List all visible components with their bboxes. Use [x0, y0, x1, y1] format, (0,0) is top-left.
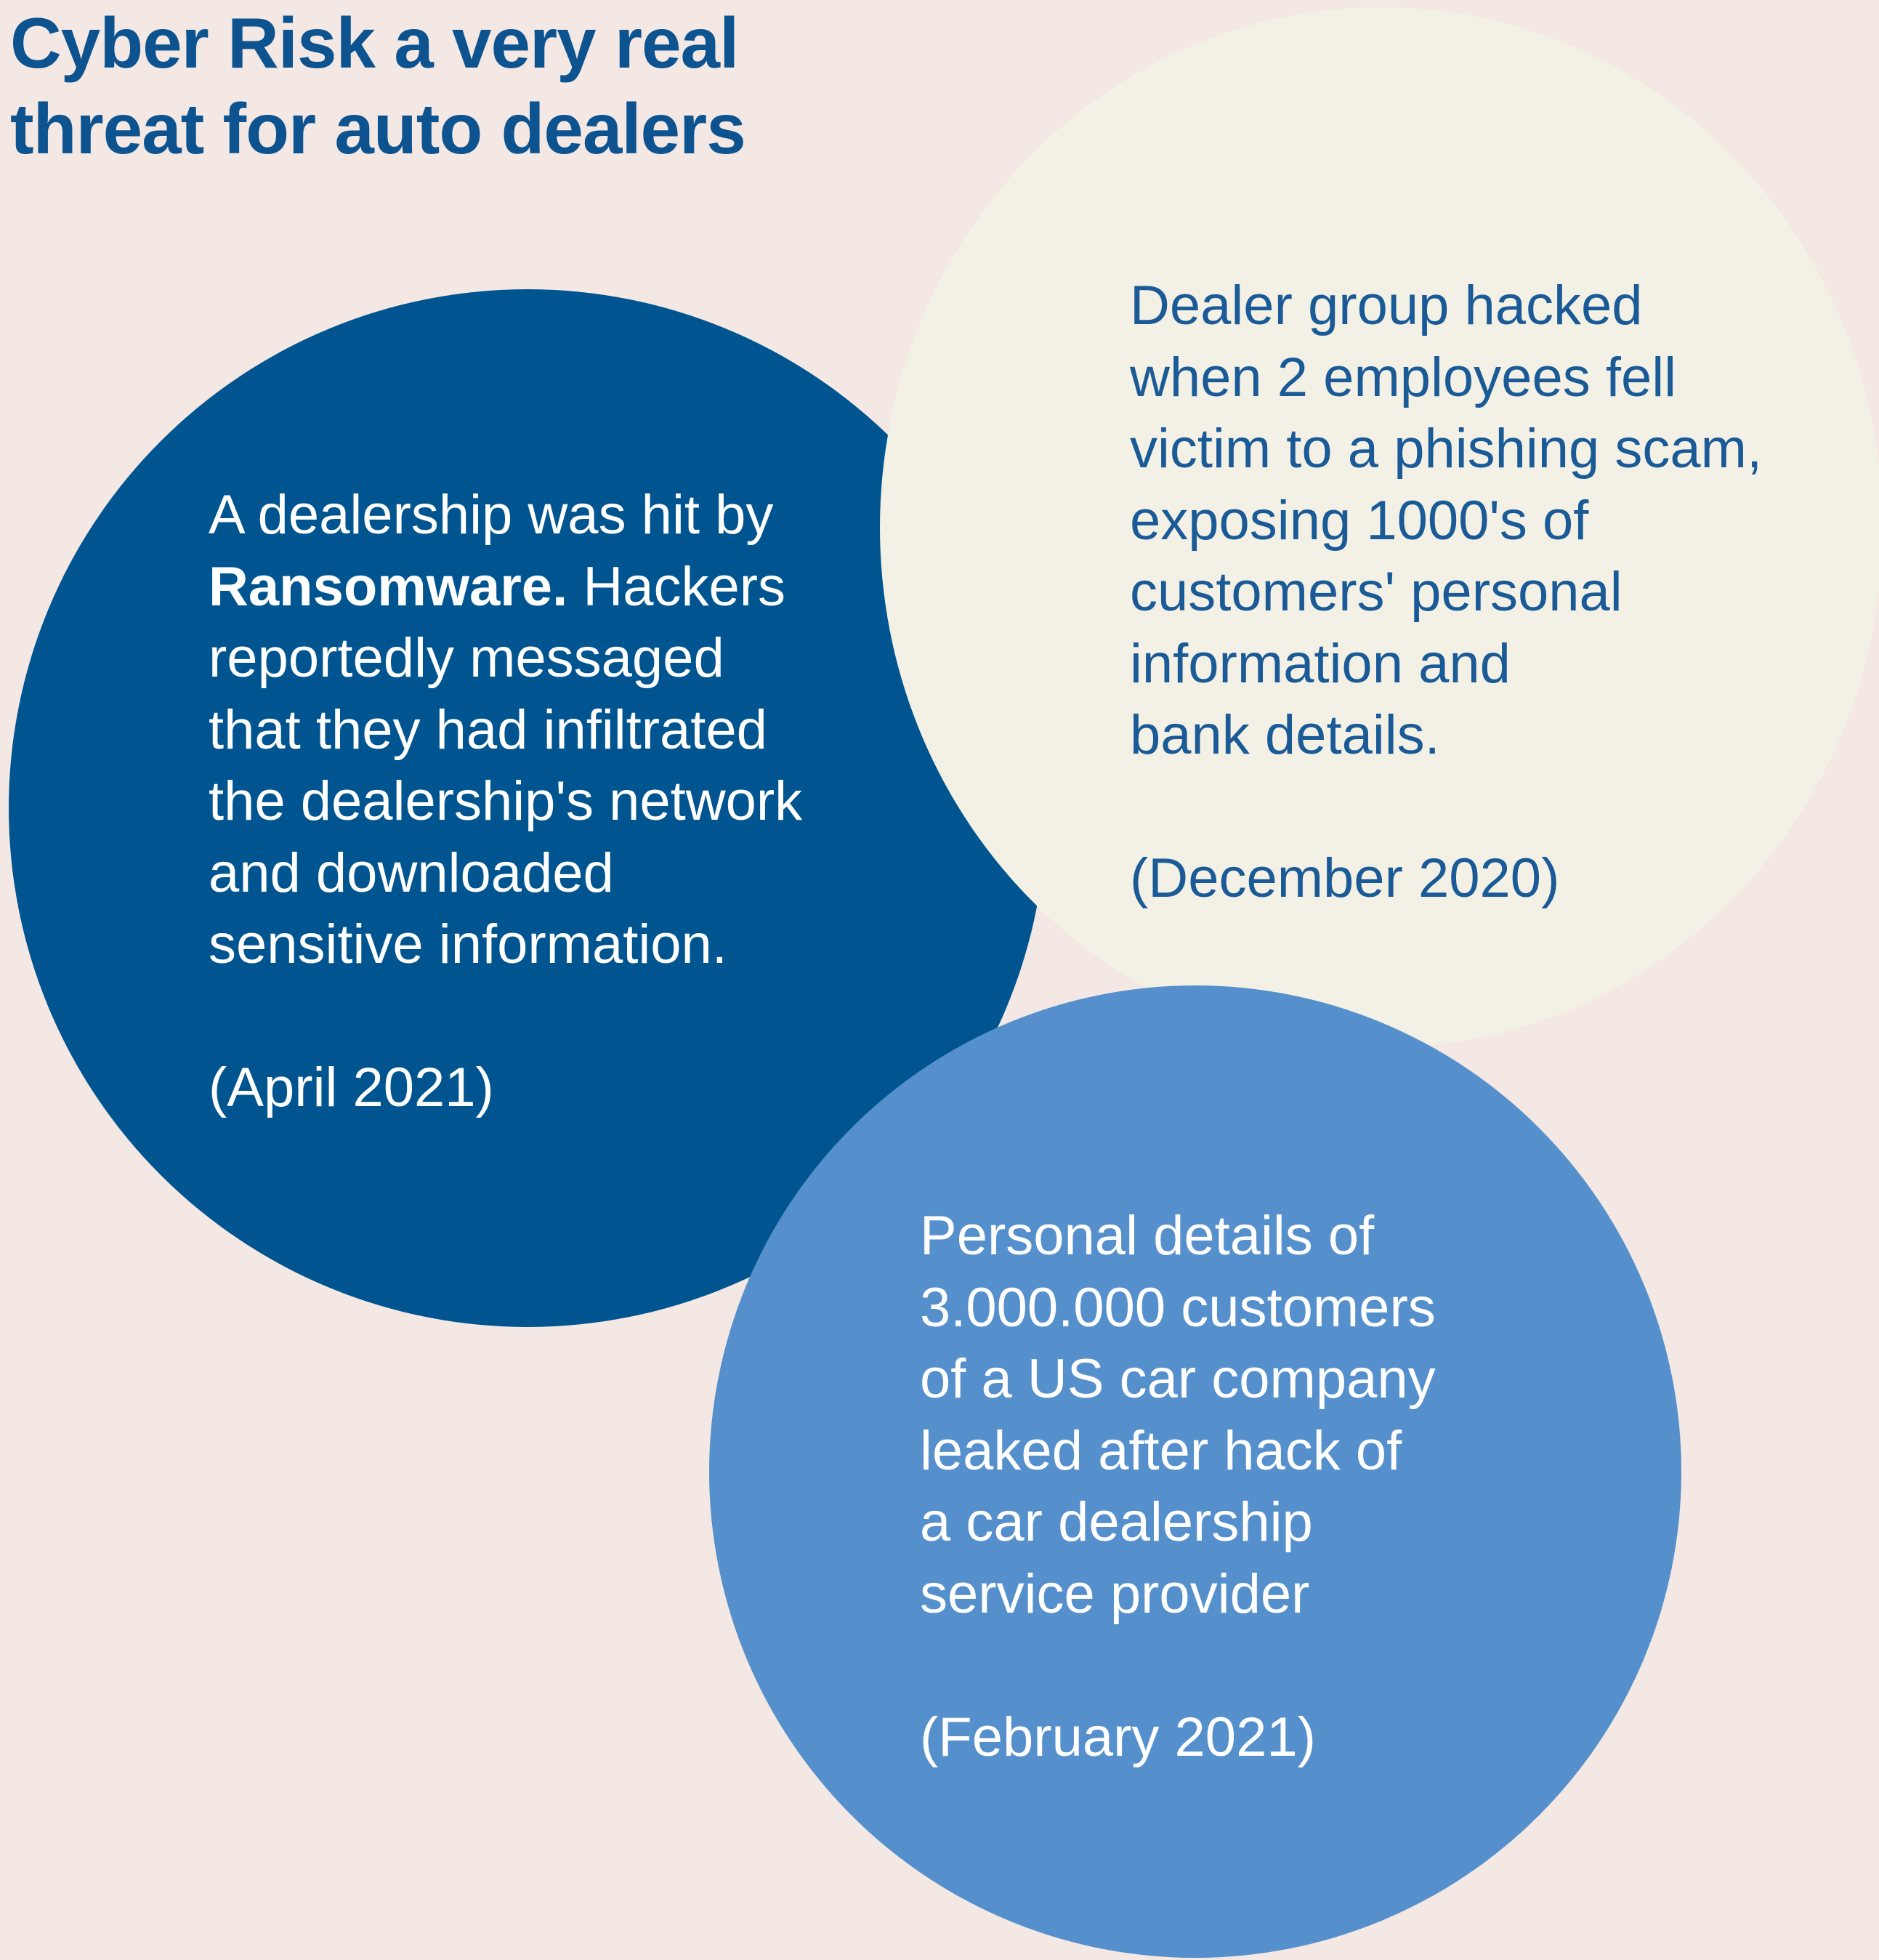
incident-line: victim to a phishing scam, [1130, 418, 1763, 480]
title-line-1: Cyber Risk a very real [10, 3, 739, 83]
incident-highlight: Ransomware. [209, 555, 568, 618]
incident-circle-data-leak [709, 985, 1681, 1958]
incident-date: (December 2020) [1130, 847, 1560, 909]
incident-line: 3.000.000 customers [920, 1276, 1436, 1339]
incident-line: of a US car company [920, 1348, 1436, 1410]
incident-line: customers' personal [1130, 561, 1623, 623]
incident-line: bank details. [1130, 704, 1440, 766]
incident-line: service provider [920, 1562, 1310, 1625]
incident-line: information and [1130, 632, 1511, 695]
incident-line: that they had infiltrated [209, 698, 767, 761]
incident-line: leaked after hack of [920, 1419, 1402, 1482]
incident-line: reportedly messaged [209, 627, 724, 689]
incident-line: exposing 1000's of [1130, 489, 1589, 552]
incident-date: (February 2021) [920, 1706, 1316, 1768]
spacer [1130, 772, 1762, 844]
incident-circle-phishing [880, 7, 1879, 1048]
incident-line: a car dealership [920, 1491, 1313, 1553]
title-line-2: threat for auto dealers [10, 89, 746, 169]
incident-line: when 2 employees fell [1130, 346, 1676, 408]
spacer [920, 1630, 1436, 1702]
incident-line: the dealership's network [209, 770, 803, 832]
incident-text-data-leak: Personal details of 3.000.000 customers … [920, 1201, 1436, 1773]
incident-line-fragment: Hackers [583, 555, 786, 618]
incident-line: A dealership was hit by [209, 484, 774, 546]
incident-date: (April 2021) [209, 1057, 494, 1118]
incident-line: and downloaded [209, 842, 614, 904]
incident-line: Dealer group hacked [1130, 275, 1643, 336]
incident-line: Ransomware. Hackers [209, 552, 802, 624]
incident-text-ransomware: A dealership was hit by Ransomware. Hack… [209, 480, 802, 1124]
incident-line: sensitive information. [209, 914, 727, 975]
incident-text-phishing: Dealer group hacked when 2 employees fel… [1130, 270, 1762, 915]
page-title: Cyber Risk a very real threat for auto d… [10, 0, 746, 172]
spacer [209, 981, 802, 1053]
incident-line: Personal details of [920, 1205, 1375, 1267]
